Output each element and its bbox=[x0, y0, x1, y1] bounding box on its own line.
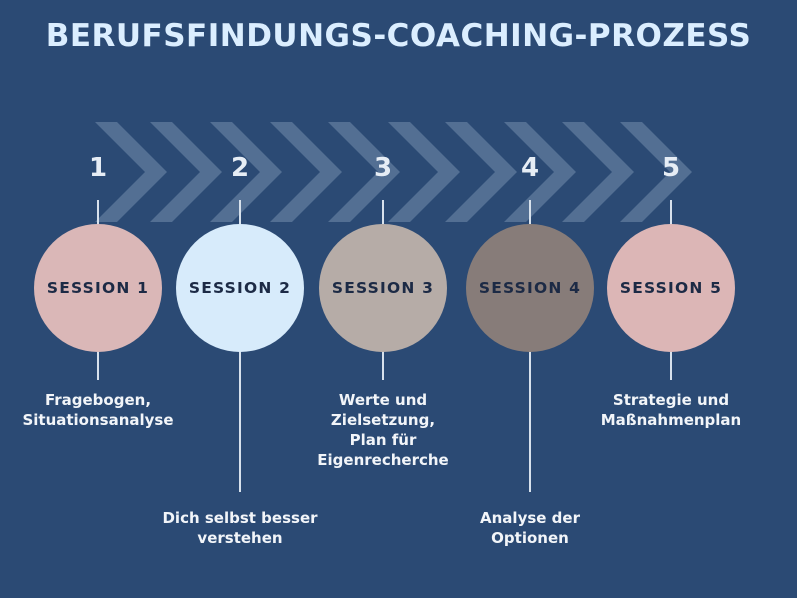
step-description: Dich selbst besser verstehen bbox=[162, 509, 318, 547]
connector-line bbox=[239, 200, 241, 226]
session-label: SESSION 3 bbox=[331, 279, 435, 297]
chevron-arrow-icon bbox=[95, 122, 167, 222]
step-number: 5 bbox=[661, 153, 681, 183]
chevron-arrow-icon bbox=[270, 122, 342, 222]
session-circle: SESSION 4 bbox=[466, 224, 594, 352]
chevron-arrow-icon bbox=[562, 122, 634, 222]
chevron-arrow-icon bbox=[210, 122, 282, 222]
session-circle: SESSION 2 bbox=[176, 224, 304, 352]
chevron-arrow-icon bbox=[445, 122, 517, 222]
step-description: Analyse der Optionen bbox=[480, 509, 580, 547]
chevron-arrow-icon bbox=[620, 122, 692, 222]
chevron-arrow-icon bbox=[388, 122, 460, 222]
connector-line bbox=[670, 200, 672, 226]
session-label: SESSION 2 bbox=[188, 279, 292, 297]
session-circle: SESSION 1 bbox=[34, 224, 162, 352]
step-number: 4 bbox=[520, 153, 540, 183]
step-description: Fragebogen, Situationsanalyse bbox=[22, 391, 174, 429]
session-label: SESSION 5 bbox=[619, 279, 723, 297]
step-description: Werte und Zielsetzung, Plan für Eigenrec… bbox=[317, 391, 449, 469]
connector-line bbox=[670, 350, 672, 380]
connector-line bbox=[529, 200, 531, 226]
step-description: Strategie und Maßnahmenplan bbox=[600, 391, 742, 429]
connector-line bbox=[382, 200, 384, 226]
connector-line bbox=[97, 350, 99, 380]
step-number: 1 bbox=[88, 153, 108, 183]
diagram-title: BERUFSFINDUNGS-COACHING-PROZESS bbox=[45, 18, 752, 54]
session-circle: SESSION 3 bbox=[319, 224, 447, 352]
session-label: SESSION 1 bbox=[46, 279, 150, 297]
connector-line bbox=[239, 350, 241, 492]
connector-line bbox=[382, 350, 384, 380]
step-number: 3 bbox=[373, 153, 393, 183]
session-label: SESSION 4 bbox=[478, 279, 582, 297]
connector-line bbox=[529, 350, 531, 492]
step-number: 2 bbox=[230, 153, 250, 183]
chevron-arrow-icon bbox=[328, 122, 400, 222]
chevron-arrow-icon bbox=[150, 122, 222, 222]
session-circle: SESSION 5 bbox=[607, 224, 735, 352]
connector-line bbox=[97, 200, 99, 226]
chevron-arrow-icon bbox=[504, 122, 576, 222]
